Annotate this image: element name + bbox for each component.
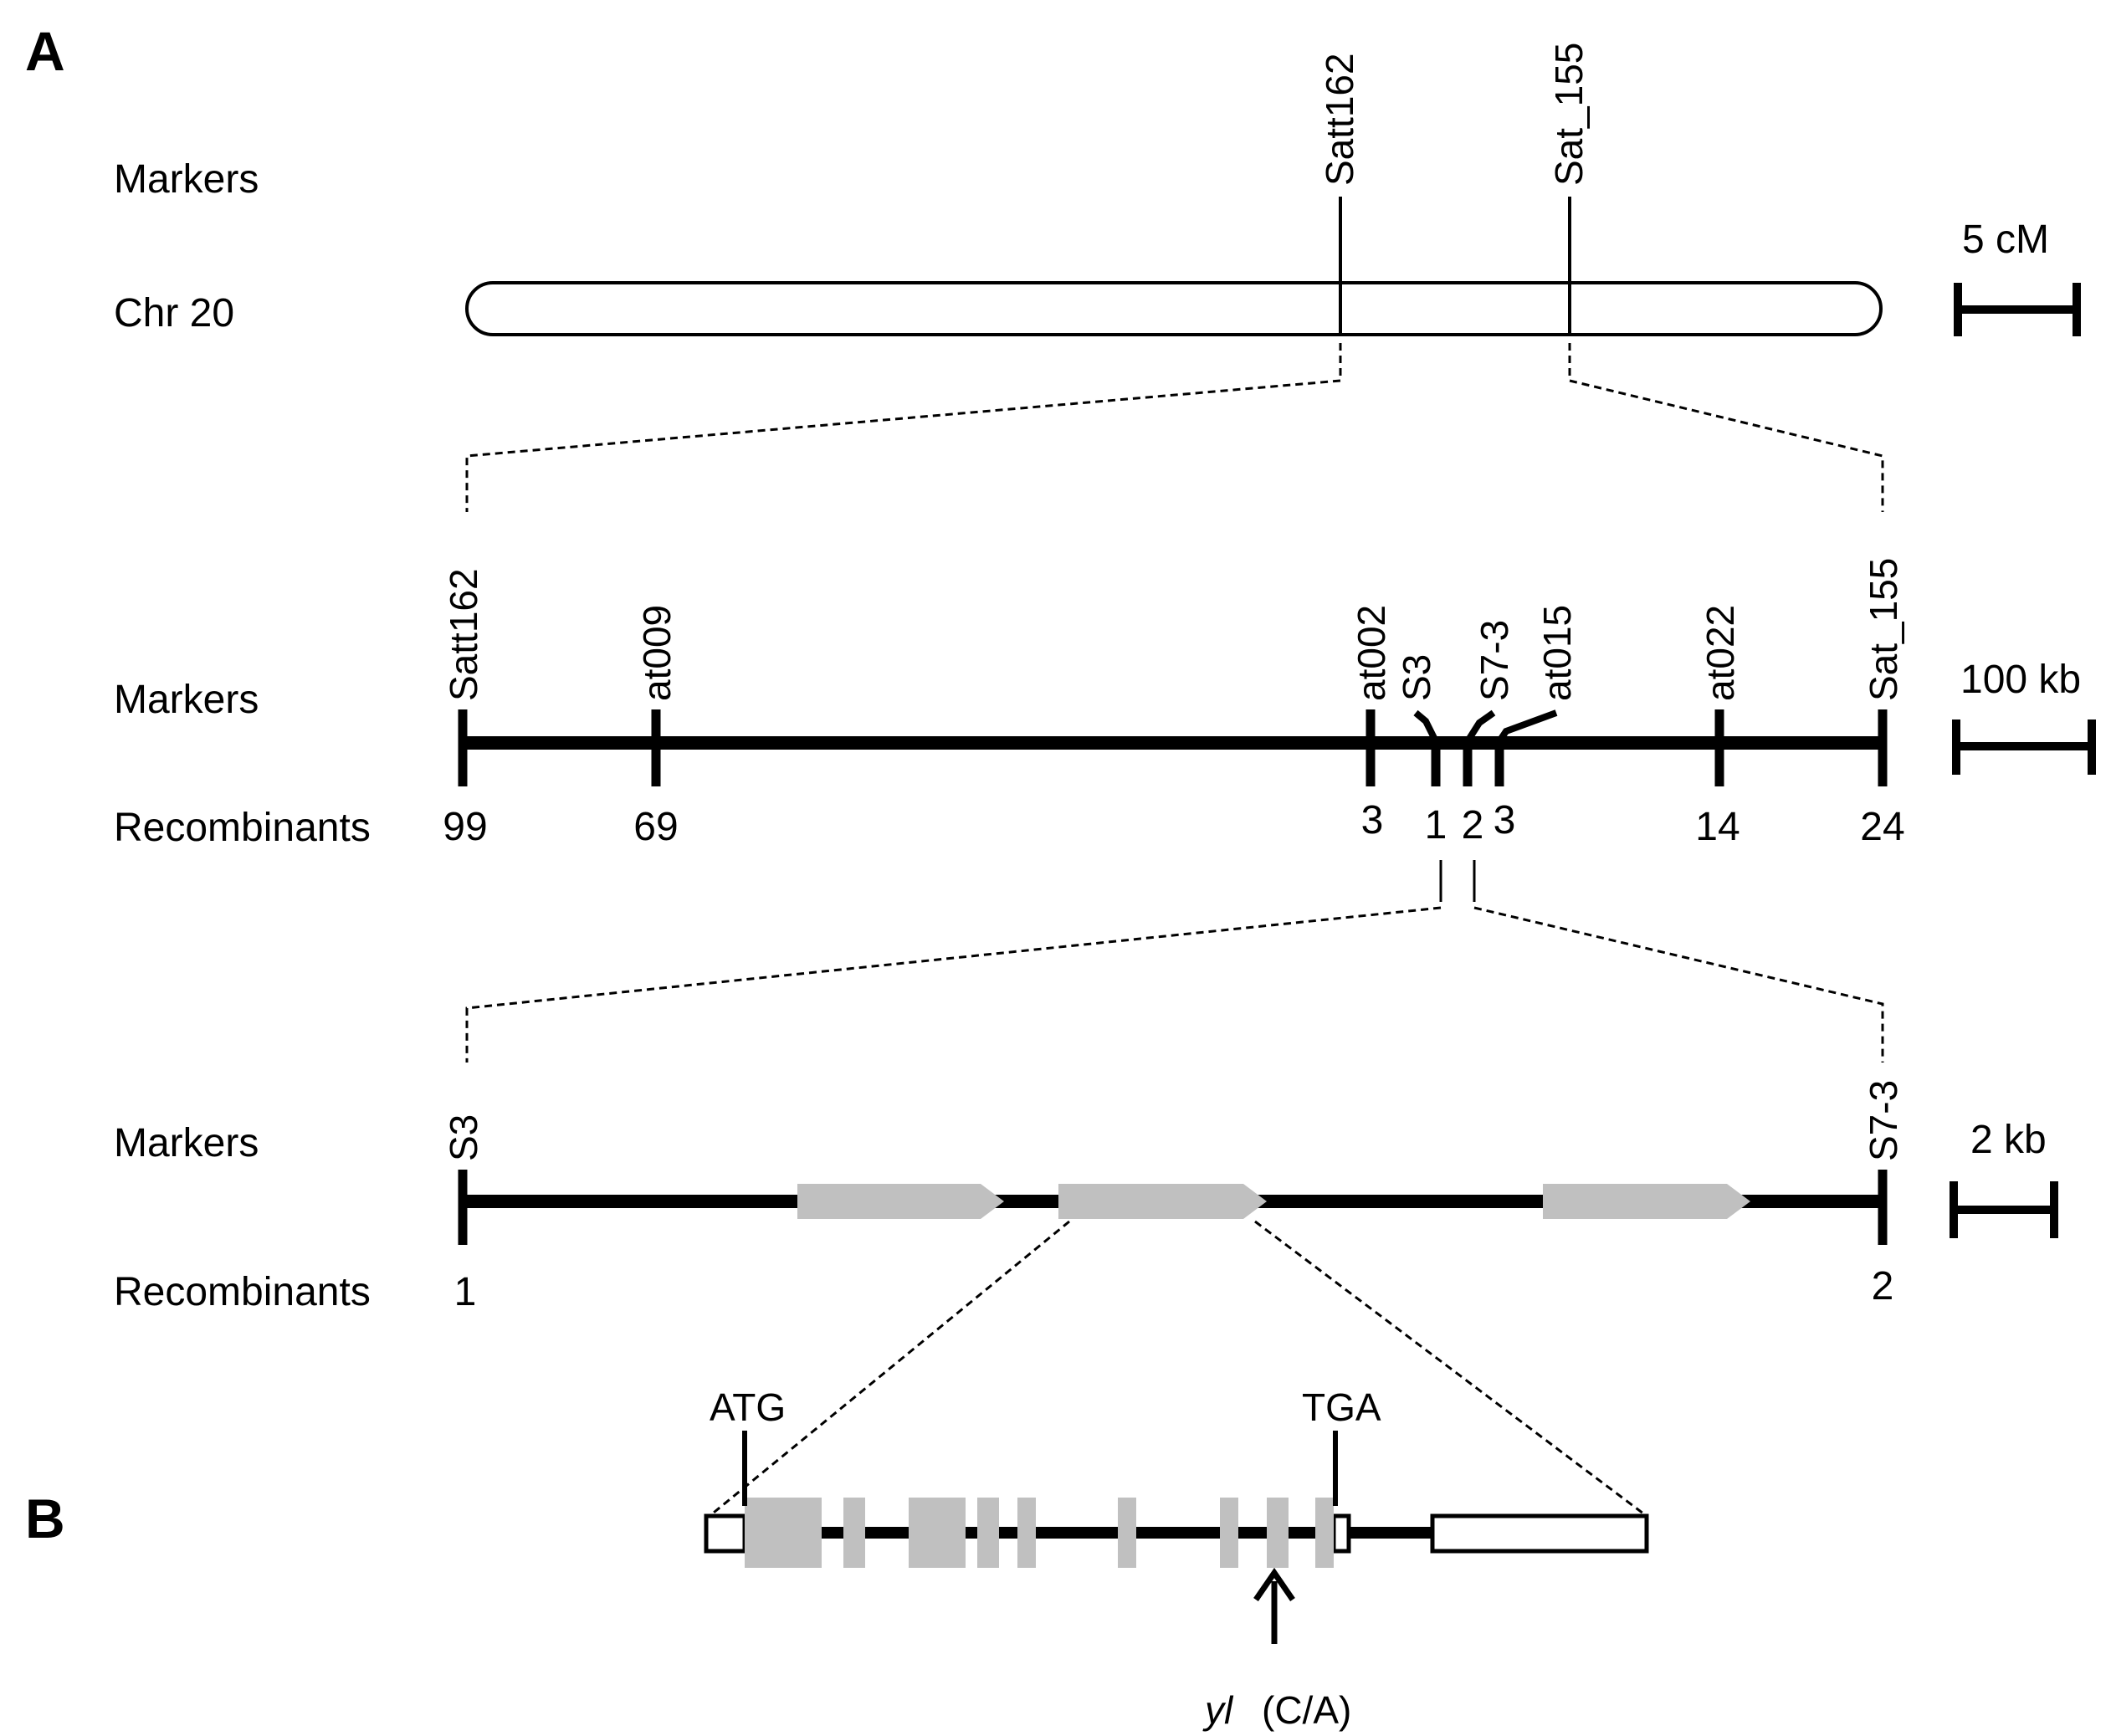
recombinant-count: 2 [1462,803,1484,848]
recombinant-count: 14 [1695,805,1740,849]
exon [1017,1498,1036,1568]
scale-bar-5cm [1954,283,2081,336]
marker-label-sat155: Sat_155 [1862,558,1905,701]
marker-label-at009: at009 [635,605,679,701]
chromosome-label: Chr 20 [114,291,234,335]
level2-markers-label: Markers [114,678,259,722]
zoom-lines-3 [709,1220,1647,1518]
marker-label-at002: at002 [1350,605,1393,701]
candidate-region-level: Markers Recombinants S3 S7-3 1 2 2 kb [114,1080,2058,1314]
three-prime-utr-short [1331,1513,1351,1554]
scale-label-2kb: 2 kb [1970,1118,2047,1162]
stop-codon-label: TGA [1302,1385,1381,1429]
five-prime-utr [704,1513,747,1554]
zoom-lines-2 [465,860,1884,1063]
level3-recombinants-label: Recombinants [114,1270,371,1314]
mutation-arrow-icon [1253,1567,1295,1644]
exon [745,1498,822,1568]
leader-s7-3 [1464,709,1496,744]
mutation-label: (C/A) [1262,1688,1351,1732]
marker-label-s3: S3 [442,1114,485,1161]
exon [909,1498,966,1568]
exon [1315,1498,1334,1568]
exon [843,1498,865,1568]
marker-label-sat155: Sat_155 [1547,43,1591,186]
gene-structure: ATG TGA yl (C/A) [704,1385,1649,1732]
fine-map-level: Markers Recombinants Satt162 at009 at002… [114,558,2096,850]
scale-label-5cm: 5 cM [1962,218,2049,262]
exon [1220,1498,1238,1568]
marker-label-at015: at015 [1535,605,1579,701]
marker-label-s7-3: S7-3 [1473,620,1516,701]
marker-label-satt162: Satt162 [1318,53,1361,186]
recombinant-count: 3 [1494,798,1516,842]
exon [977,1498,999,1568]
marker-label-satt162: Satt162 [442,568,485,701]
start-codon-label: ATG [710,1385,786,1429]
recombinant-count: 69 [633,805,678,849]
chromosome-20 [465,281,1883,336]
recombinant-count: 3 [1361,798,1384,842]
marker-label-at022: at022 [1699,605,1742,701]
recombinant-count: 1 [1425,803,1447,848]
three-prime-utr [1430,1513,1649,1554]
recombinant-count: 2 [1872,1264,1894,1308]
exon [1267,1498,1289,1568]
marker-label-s7-3: S7-3 [1862,1080,1905,1161]
exon [1118,1498,1136,1568]
candidate-gene-arrow [1058,1184,1267,1219]
zoom-lines-1 [465,343,1884,512]
allele-label: yl [1202,1688,1234,1732]
panel-a-letter: A [25,20,65,82]
scale-bar-100kb [1952,719,2096,775]
recombinant-count: 24 [1860,805,1904,849]
level2-recombinants-label: Recombinants [114,806,371,850]
marker-label-s3: S3 [1395,654,1438,701]
scale-label-100kb: 100 kb [1960,658,2081,702]
level1-markers-label: Markers [114,157,259,202]
recombinant-count: 99 [443,805,487,849]
candidate-gene-arrow [1543,1184,1750,1219]
chromosome-level: Markers Chr 20 Satt162 Sat_155 5 cM [114,43,2081,336]
recombinant-count: 1 [454,1270,477,1314]
candidate-gene-arrow [797,1184,1004,1219]
scale-bar-2kb [1950,1181,2058,1238]
panel-b-letter: B [25,1488,65,1549]
level3-markers-label: Markers [114,1121,259,1165]
leader-at015 [1496,709,1558,744]
leader-s3 [1413,709,1439,743]
